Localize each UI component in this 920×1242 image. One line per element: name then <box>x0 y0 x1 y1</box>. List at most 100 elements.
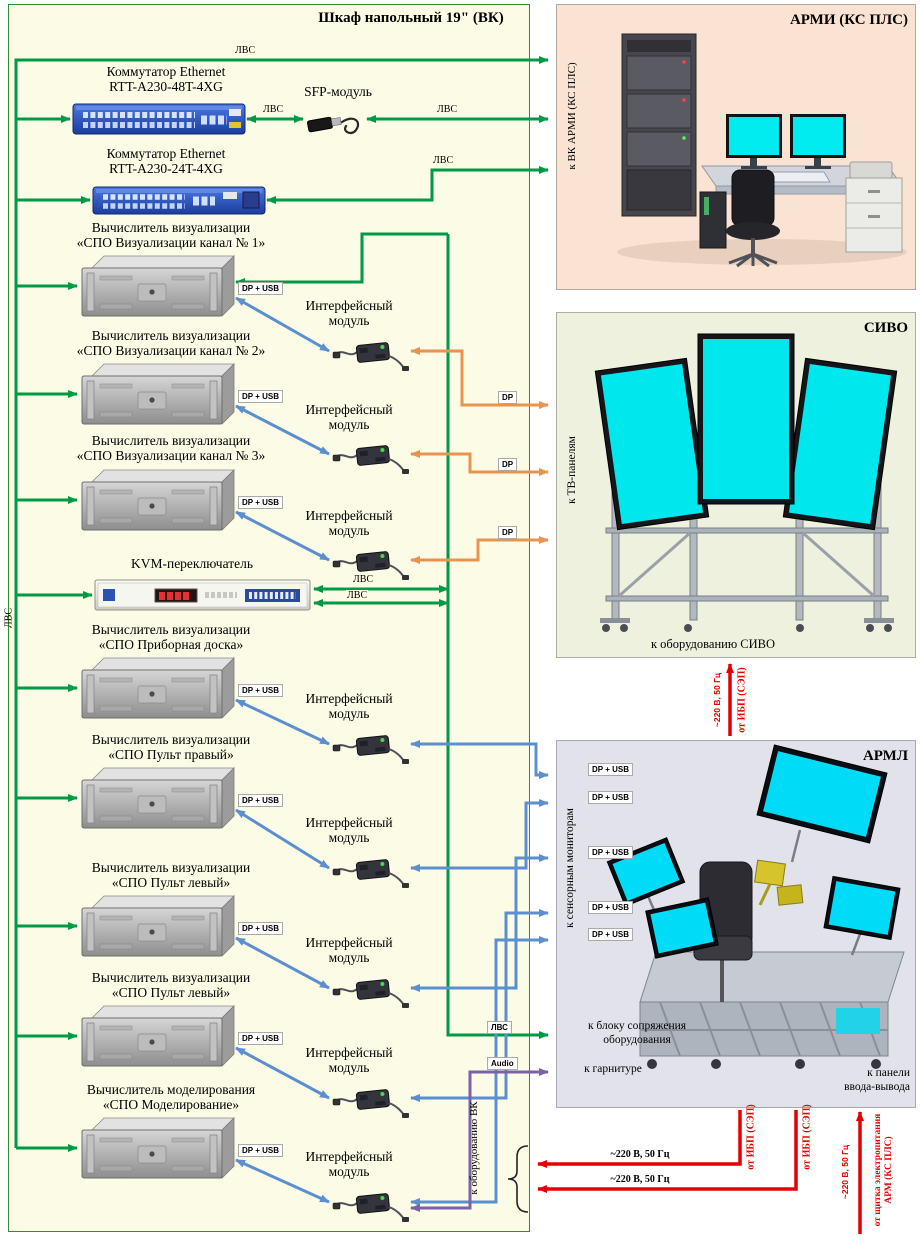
dp-tag-3: DP <box>498 526 518 539</box>
computer-1-label: Вычислитель визуализации «СПО Визуализац… <box>52 220 290 250</box>
computer-6-label: Вычислитель визуализации «СПО Пульт левы… <box>52 860 290 890</box>
ifmod2-line2: модуль <box>328 417 370 432</box>
lan-label-bus: ЛВС <box>3 607 15 629</box>
computer-4-label: Вычислитель визуализации «СПО Приборная … <box>52 622 290 652</box>
switch24-label-line1: Коммутатор Ethernet <box>106 146 226 161</box>
computer-7-label-line1: Вычислитель визуализации <box>91 970 251 985</box>
lan-label-top: ЛВС <box>234 45 257 56</box>
power-panel-line1: от щитка электропитания <box>873 1113 883 1227</box>
dpusb-tag-8: DP + USB <box>238 1144 283 1157</box>
dpusb-comp7-mod7 <box>235 1046 330 1100</box>
arml-title: АРМЛ <box>862 748 908 764</box>
kvm-switch <box>95 580 310 610</box>
computer-1-label-line2: «СПО Визуализации канал № 1» <box>76 235 266 250</box>
computer-3-label: Вычислитель визуализации «СПО Визуализац… <box>52 433 290 463</box>
dpusb-tag-4: DP + USB <box>238 684 283 697</box>
arml-coupling-line1: к блоку сопряжения <box>587 1020 687 1032</box>
computer-5-label-line1: Вычислитель визуализации <box>91 732 251 747</box>
arml-io-line1: к панели <box>867 1067 910 1079</box>
vk-equipment-brace <box>507 1145 529 1213</box>
ifmod6-line1: Интерфейсный <box>305 935 393 950</box>
armi-illustration <box>617 33 907 268</box>
visualization-computer-3 <box>81 469 235 531</box>
computer-5-label-line2: «СПО Пульт правый» <box>108 747 234 762</box>
ifmod6-line2: модуль <box>328 950 370 965</box>
ifmod8-line1: Интерфейсный <box>305 1149 393 1164</box>
ifmod3-line2: модуль <box>328 523 370 538</box>
dpusb-tag-2: DP + USB <box>238 390 283 403</box>
computer-6-label-line2: «СПО Пульт левый» <box>111 875 231 890</box>
arml-illustration <box>606 744 905 1069</box>
ifmod1-line1: Интерфейсный <box>305 298 393 313</box>
dpusb-comp4-mod4 <box>235 698 330 746</box>
computer-4-label-line2: «СПО Приборная доска» <box>98 637 244 652</box>
lan-label-sfp-left: ЛВС <box>262 104 285 115</box>
visualization-computer-1 <box>81 255 235 317</box>
computer-8-label: Вычислитель моделирования «СПО Моделиров… <box>52 1082 290 1112</box>
sfp-module <box>306 114 360 135</box>
dpusb-mod6-arml <box>410 854 549 992</box>
dpusb-tag-5: DP + USB <box>238 794 283 807</box>
dpusb-comp1-mod1 <box>235 296 330 353</box>
dpusb-tag-6: DP + USB <box>238 922 283 935</box>
lan-comp1-bus <box>235 232 448 286</box>
power-ups-label-2: от ИБП (СЭП) <box>801 1104 813 1170</box>
sfp-label: SFP-модуль <box>304 84 372 99</box>
interface-module-7 <box>332 1088 410 1119</box>
to-vk-equipment-label: к оборудованию ВК <box>468 1101 480 1195</box>
ifmod7-line1: Интерфейсный <box>305 1045 393 1060</box>
dpusb-tag-3: DP + USB <box>238 496 283 509</box>
ifmod5-line2: модуль <box>328 830 370 845</box>
dpusb-tag-7: DP + USB <box>238 1032 283 1045</box>
visualization-computer-2 <box>81 363 235 425</box>
dp-tag-2: DP <box>498 458 518 471</box>
interface-module-5 <box>332 858 410 889</box>
ethernet-switch-24t <box>93 187 265 214</box>
dp-tag-1: DP <box>498 391 518 404</box>
ifmod1-line2: модуль <box>328 313 370 328</box>
dpusb-comp3-mod3 <box>235 510 330 562</box>
dpusb-comp6-mod6 <box>235 936 330 990</box>
armi-port-label: к ВК АРМИ (КС ПЛС) <box>566 62 578 170</box>
interface-module-4 <box>332 734 410 765</box>
power-mains-sivo-label: ~220 В, 50 Гц <box>712 672 722 728</box>
interface-module-6 <box>332 978 410 1009</box>
arml-headset-label: к гарнитуре <box>584 1063 642 1075</box>
kvm-label: KVM-переключатель <box>130 556 254 571</box>
switch24-label-line2: RTT-A230-24T-4XG <box>109 161 223 176</box>
computer-3-label-line1: Вычислитель визуализации <box>91 433 251 448</box>
ifmod4-line2: модуль <box>328 706 370 721</box>
power-mains-label-2: ~220 В, 50 Гц <box>610 1174 670 1185</box>
sivo-title: СИВО <box>863 320 908 336</box>
sivo-bottom-label: к оборудованию СИВО <box>650 637 776 651</box>
computer-8-label-line1: Вычислитель моделирования <box>86 1082 256 1097</box>
ifmod8-line2: модуль <box>328 1164 370 1179</box>
dp-lines <box>410 347 549 564</box>
modeling-computer <box>81 1117 235 1179</box>
computer-3-label-line2: «СПО Визуализации канал № 3» <box>76 448 266 463</box>
lan-label-sfp-right: ЛВС <box>436 104 459 115</box>
dpusb-mod4-arml <box>410 740 549 779</box>
dpusb-tag-arml-5: DP + USB <box>588 928 633 941</box>
cabinet-title: Шкаф напольный 19" (ВК) <box>318 10 504 26</box>
switch48-label-line2: RTT-A230-48T-4XG <box>109 79 223 94</box>
power-mains-arml-label: ~220 В, 50 Гц <box>840 1144 850 1200</box>
sivo-illustration <box>594 333 898 632</box>
dpusb-comp2-mod2 <box>235 404 330 456</box>
dpusb-tag-arml-2: DP + USB <box>588 791 633 804</box>
computer-2-label: Вычислитель визуализации «СПО Визуализац… <box>52 328 290 358</box>
power-panel-label: от щитка электропитания АРМ (КС ПЛС) <box>873 1114 895 1227</box>
audio-tag: Audio <box>487 1057 518 1070</box>
switch48-label: Коммутатор Ethernet RTT-A230-48T-4XG <box>70 64 262 94</box>
switch24-label: Коммутатор Ethernet RTT-A230-24T-4XG <box>70 146 262 176</box>
armi-title: АРМИ (КС ПЛС) <box>789 12 908 28</box>
power-ups1-to-cabinet <box>537 1110 742 1168</box>
switch48-label-line1: Коммутатор Ethernet <box>106 64 226 79</box>
ifmod5-line1: Интерфейсный <box>305 815 393 830</box>
computer-7-label: Вычислитель визуализации «СПО Пульт левы… <box>52 970 290 1000</box>
